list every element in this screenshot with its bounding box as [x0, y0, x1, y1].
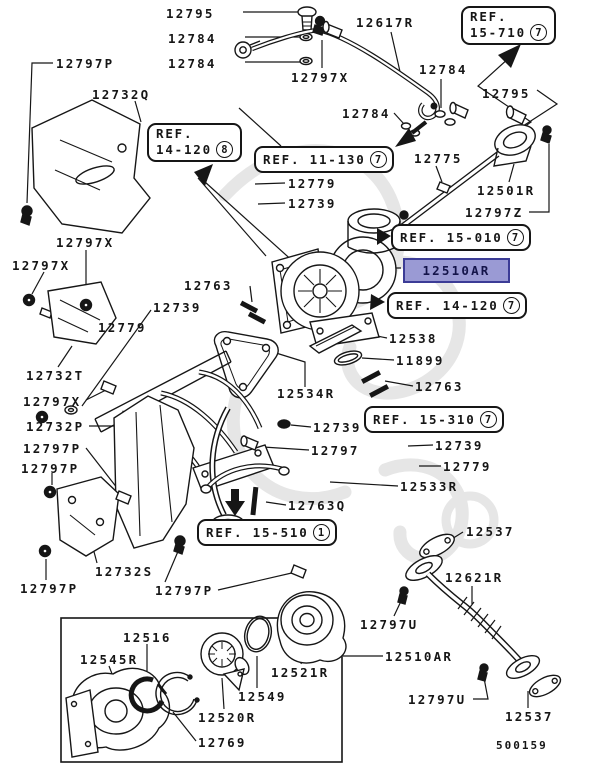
part-label-12797P[interactable]: 12797P [23, 441, 82, 456]
part-label-12797[interactable]: 12797 [311, 443, 360, 458]
part-label-12739[interactable]: 12739 [313, 420, 362, 435]
part-label-12763[interactable]: 12763 [184, 278, 233, 293]
part-label-12784[interactable]: 12784 [419, 62, 468, 77]
part-label-12739[interactable]: 12739 [435, 438, 484, 453]
part-label-12732S[interactable]: 12732S [95, 564, 154, 579]
part-label-12797X[interactable]: 12797X [23, 394, 82, 409]
part-label-12739[interactable]: 12739 [288, 196, 337, 211]
ref-text: REF. 15-010 [400, 229, 503, 245]
leader-lines [26, 11, 559, 742]
part-label-12739[interactable]: 12739 [153, 300, 202, 315]
part-label-12779[interactable]: 12779 [288, 176, 337, 191]
part-label-12797Z[interactable]: 12797Z [465, 205, 524, 220]
part-label-12516[interactable]: 12516 [123, 630, 172, 645]
part-label-12537[interactable]: 12537 [505, 709, 554, 724]
part-label-12617R[interactable]: 12617R [356, 15, 415, 30]
ref-text: REF. [156, 126, 194, 141]
part-label-12784[interactable]: 12784 [168, 56, 217, 71]
selected-part-highlight-12510AR[interactable]: 12510AR [403, 258, 510, 283]
part-label-12775[interactable]: 12775 [414, 151, 463, 166]
part-label-12784[interactable]: 12784 [342, 106, 391, 121]
ref-box-15-310-7[interactable]: REF. 15-310 7 [364, 406, 504, 433]
part-label-12537[interactable]: 12537 [466, 524, 515, 539]
part-label-12779[interactable]: 12779 [443, 459, 492, 474]
part-label-12763[interactable]: 12763 [415, 379, 464, 394]
part-label-12797X[interactable]: 12797X [12, 258, 71, 273]
part-label-12520R[interactable]: 12520R [198, 710, 257, 725]
part-label-12732P[interactable]: 12732P [26, 419, 85, 434]
part-label-12533R[interactable]: 12533R [400, 479, 459, 494]
part-label-12538[interactable]: 12538 [389, 331, 438, 346]
part-label-12621R[interactable]: 12621R [445, 570, 504, 585]
ref-box-14-120-8[interactable]: REF. 14-120 8 [147, 123, 242, 162]
ref-text: 15-710 [470, 24, 526, 40]
ref-text: 14-120 [156, 141, 212, 157]
ref-box-15-510-1[interactable]: REF. 15-510 1 [197, 519, 337, 546]
part-label-12795[interactable]: 12795 [482, 86, 531, 101]
part-label-12784[interactable]: 12784 [168, 31, 217, 46]
parts-drawing [20, 6, 562, 763]
part-label-12797U[interactable]: 12797U [360, 617, 419, 632]
part-label-12549[interactable]: 12549 [238, 689, 287, 704]
ref-sheet-number: 7 [506, 229, 524, 246]
part-label-12797P[interactable]: 12797P [20, 581, 79, 596]
part-label-11899[interactable]: 11899 [396, 353, 445, 368]
ref-sheet-number: 7 [529, 24, 547, 41]
part-label-12769[interactable]: 12769 [198, 735, 247, 750]
ref-sheet-number: 7 [369, 151, 387, 168]
part-label-12797P[interactable]: 12797P [56, 56, 115, 71]
ref-box-15-710-7[interactable]: REF. 15-710 7 [461, 6, 556, 45]
figure-code: 500159 [496, 739, 548, 752]
part-label-12797P[interactable]: 12797P [155, 583, 214, 598]
ref-sheet-number: 1 [312, 524, 330, 541]
ref-text: REF. 14-120 [396, 297, 499, 313]
ref-text: REF. 11-130 [263, 151, 366, 167]
part-label-12779[interactable]: 12779 [98, 320, 147, 335]
ref-sheet-number: 7 [502, 297, 520, 314]
part-label-12510AR[interactable]: 12510AR [385, 649, 454, 664]
part-label-12545R[interactable]: 12545R [80, 652, 139, 667]
part-label-12534R[interactable]: 12534R [277, 386, 336, 401]
ref-text: REF. 15-510 [206, 524, 309, 540]
ref-box-14-120-7[interactable]: REF. 14-120 7 [387, 292, 527, 319]
part-label-12797P[interactable]: 12797P [21, 461, 80, 476]
part-label-12797X[interactable]: 12797X [56, 235, 115, 250]
part-label-12795[interactable]: 12795 [166, 6, 215, 21]
ref-sheet-number: 7 [479, 411, 497, 428]
part-label-12521R[interactable]: 12521R [271, 665, 330, 680]
part-label-12501R[interactable]: 12501R [477, 183, 536, 198]
ref-box-11-130-7[interactable]: REF. 11-130 7 [254, 146, 394, 173]
part-label-12732Q[interactable]: 12732Q [92, 87, 151, 102]
ref-text: REF. [470, 9, 508, 24]
part-label-12797X[interactable]: 12797X [291, 70, 350, 85]
part-label-12763Q[interactable]: 12763Q [288, 498, 347, 513]
ref-box-15-010-7[interactable]: REF. 15-010 7 [391, 224, 531, 251]
part-label-12797U[interactable]: 12797U [408, 692, 467, 707]
part-label-12732T[interactable]: 12732T [26, 368, 85, 383]
ref-sheet-number: 8 [215, 141, 233, 158]
ref-text: REF. 15-310 [373, 411, 476, 427]
